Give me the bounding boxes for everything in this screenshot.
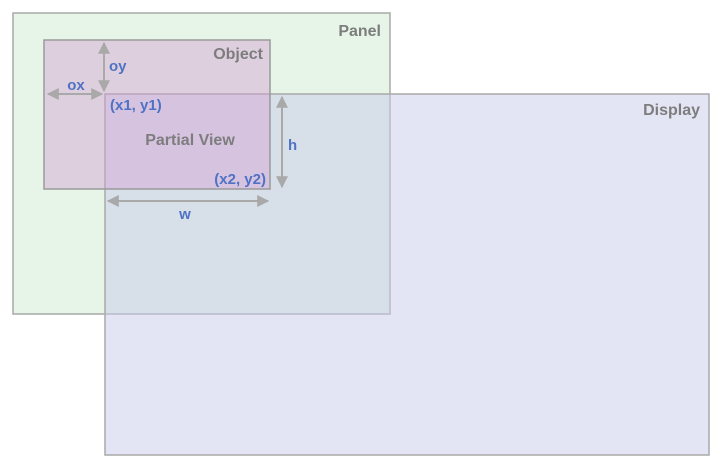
object-label: Object — [213, 46, 263, 63]
width-label: w — [178, 206, 191, 223]
display-label: Display — [643, 102, 700, 119]
display-box — [104, 93, 710, 456]
partial-view-label: Partial View — [145, 132, 235, 149]
top-left-coord-label: (x1, y1) — [110, 97, 162, 114]
object-box — [43, 39, 271, 190]
oy-label: oy — [109, 58, 127, 75]
panel-label: Panel — [338, 23, 381, 40]
ox-label: ox — [67, 77, 85, 94]
height-label: h — [288, 137, 297, 154]
bottom-right-coord-label: (x2, y2) — [214, 171, 266, 188]
